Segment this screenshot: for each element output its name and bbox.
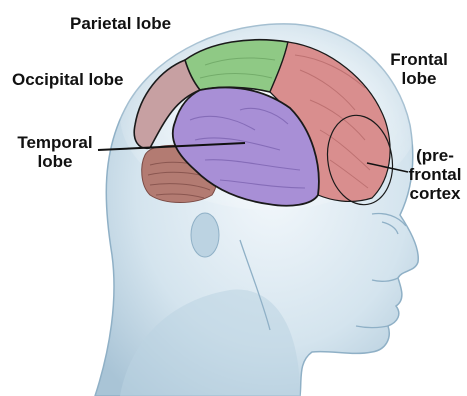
frontal-lobe-label: Frontal lobe bbox=[386, 50, 452, 88]
temporal-lobe-label-line1: Temporal bbox=[10, 133, 100, 152]
prefrontal-cortex-label: (pre- frontal cortex bbox=[406, 146, 464, 203]
parietal-lobe-label: Parietal lobe bbox=[70, 14, 171, 33]
occipital-lobe-label: Occipital lobe bbox=[12, 70, 123, 89]
frontal-lobe-label-line2: lobe bbox=[386, 69, 452, 88]
ear bbox=[191, 213, 219, 257]
prefrontal-cortex-label-line1: (pre- bbox=[406, 146, 464, 165]
prefrontal-cortex-label-line3: cortex bbox=[406, 184, 464, 203]
temporal-lobe-label: Temporal lobe bbox=[10, 133, 100, 171]
frontal-lobe-label-line1: Frontal bbox=[386, 50, 452, 69]
prefrontal-cortex-label-line2: frontal bbox=[406, 165, 464, 184]
temporal-lobe-label-line2: lobe bbox=[10, 152, 100, 171]
